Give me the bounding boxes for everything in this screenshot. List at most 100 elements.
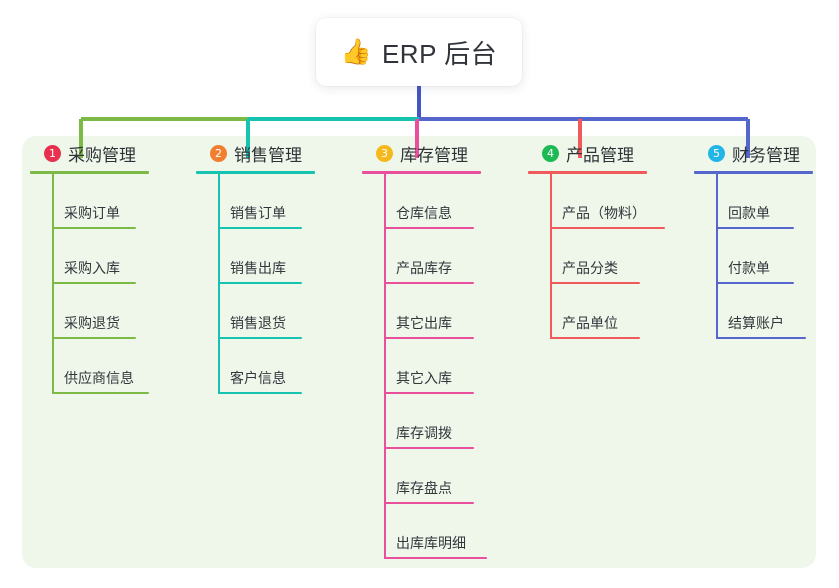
branch-number-badge: 3 (376, 144, 393, 162)
leaf-node-label: 产品分类 (562, 260, 618, 276)
branch-number-badge: 2 (210, 144, 227, 162)
leaf-node-underline (218, 227, 302, 229)
branch-header-3[interactable]: 3 库存管理 (362, 140, 512, 166)
leaf-node-underline (384, 392, 474, 394)
leaf-node-underline (52, 227, 136, 229)
leaf-node-label: 仓库信息 (396, 205, 452, 221)
leaf-node-label: 出库库明细 (396, 535, 466, 551)
leaf-node[interactable]: 销售退货 (218, 284, 346, 339)
leaf-node[interactable]: 客户信息 (218, 339, 346, 394)
leaf-node-label: 采购订单 (64, 205, 120, 221)
leaf-node-underline (384, 502, 474, 504)
leaf-node[interactable]: 库存盘点 (384, 449, 512, 504)
leaf-node[interactable]: 付款单 (716, 229, 834, 284)
leaf-node-underline (716, 282, 794, 284)
branch-leaf-list: 仓库信息产品库存其它出库其它入库库存调拨库存盘点出库库明细 (362, 174, 512, 559)
branch-title: 销售管理 (234, 145, 302, 165)
leaf-node-label: 其它出库 (396, 315, 452, 331)
leaf-node[interactable]: 产品单位 (550, 284, 678, 339)
branch-title: 产品管理 (566, 145, 634, 165)
leaf-node-underline (52, 282, 136, 284)
leaf-node[interactable]: 其它出库 (384, 284, 512, 339)
branch-leaf-list: 销售订单销售出库销售退货客户信息 (196, 174, 346, 394)
leaf-node-underline (384, 337, 474, 339)
leaf-node-label: 产品库存 (396, 260, 452, 276)
branch-spine (384, 174, 386, 559)
leaf-node-label: 采购退货 (64, 315, 120, 331)
leaf-node-label: 库存盘点 (396, 480, 452, 496)
leaf-node-underline (550, 227, 665, 229)
branch-header-4[interactable]: 4 产品管理 (528, 140, 678, 166)
leaf-node-label: 结算账户 (728, 315, 784, 331)
branch-title: 采购管理 (68, 145, 136, 165)
branch-column-5: 5 财务管理回款单付款单结算账户 (694, 140, 834, 339)
leaf-node-label: 销售出库 (230, 260, 286, 276)
branch-header-1[interactable]: 1 采购管理 (30, 140, 180, 166)
leaf-node-underline (52, 337, 136, 339)
leaf-node-underline (550, 282, 640, 284)
root-node-title: ERP 后台 (381, 38, 498, 69)
leaf-node-underline (218, 392, 302, 394)
branch-header-underline (196, 171, 315, 174)
leaf-node[interactable]: 仓库信息 (384, 174, 512, 229)
branch-spine (218, 174, 220, 394)
leaf-node[interactable]: 销售出库 (218, 229, 346, 284)
leaf-node[interactable]: 产品库存 (384, 229, 512, 284)
branch-column-3: 3 库存管理仓库信息产品库存其它出库其它入库库存调拨库存盘点出库库明细 (362, 140, 512, 559)
branch-column-4: 4 产品管理产品（物料） 产品分类产品单位 (528, 140, 678, 339)
branch-number-badge: 5 (708, 144, 725, 162)
root-node-card[interactable]: 👍 ERP 后台 (316, 18, 522, 86)
leaf-node-label: 产品单位 (562, 315, 618, 331)
leaf-node[interactable]: 其它入库 (384, 339, 512, 394)
leaf-node-underline (716, 227, 794, 229)
branch-spine (52, 174, 54, 394)
leaf-node-label: 销售订单 (230, 205, 286, 221)
leaf-node-label: 销售退货 (230, 315, 286, 331)
diagram-panel (22, 136, 816, 568)
leaf-node-underline (218, 282, 302, 284)
leaf-node-label: 付款单 (728, 260, 770, 276)
leaf-node-underline (52, 392, 149, 394)
branch-spine (550, 174, 552, 339)
leaf-node[interactable]: 销售订单 (218, 174, 346, 229)
leaf-node-underline (218, 337, 302, 339)
branch-column-2: 2 销售管理销售订单销售出库销售退货客户信息 (196, 140, 346, 394)
leaf-node-label: 产品（物料） (562, 205, 646, 221)
leaf-node-label: 库存调拨 (396, 425, 452, 441)
leaf-node-underline (384, 227, 474, 229)
leaf-node-label: 其它入库 (396, 370, 452, 386)
branch-leaf-list: 产品（物料） 产品分类产品单位 (528, 174, 678, 339)
branch-header-underline (694, 171, 813, 174)
branch-title: 库存管理 (400, 145, 468, 165)
branch-spine (716, 174, 718, 339)
leaf-node[interactable]: 结算账户 (716, 284, 834, 339)
leaf-node-underline (550, 337, 640, 339)
branch-leaf-list: 回款单付款单结算账户 (694, 174, 834, 339)
leaf-node[interactable]: 供应商信息 (52, 339, 180, 394)
leaf-node[interactable]: 产品（物料） (550, 174, 678, 229)
leaf-node-label: 回款单 (728, 205, 770, 221)
branch-header-underline (362, 171, 481, 174)
thumbs-up-icon: 👍 (340, 37, 372, 66)
branch-number-badge: 1 (44, 144, 61, 162)
leaf-node[interactable]: 产品分类 (550, 229, 678, 284)
leaf-node-label: 采购入库 (64, 260, 120, 276)
branch-header-2[interactable]: 2 销售管理 (196, 140, 346, 166)
branch-title: 财务管理 (732, 145, 800, 165)
leaf-node[interactable]: 库存调拨 (384, 394, 512, 449)
leaf-node-underline (716, 337, 806, 339)
branch-header-5[interactable]: 5 财务管理 (694, 140, 834, 166)
leaf-node[interactable]: 采购退货 (52, 284, 180, 339)
leaf-node[interactable]: 采购订单 (52, 174, 180, 229)
leaf-node[interactable]: 出库库明细 (384, 504, 512, 559)
branch-leaf-list: 采购订单采购入库采购退货供应商信息 (30, 174, 180, 394)
branch-header-underline (30, 171, 149, 174)
leaf-node-label: 客户信息 (230, 370, 286, 386)
leaf-node-underline (384, 557, 487, 559)
branch-header-underline (528, 171, 647, 174)
leaf-node[interactable]: 回款单 (716, 174, 834, 229)
leaf-node[interactable]: 采购入库 (52, 229, 180, 284)
leaf-node-label: 供应商信息 (64, 370, 134, 386)
leaf-node-underline (384, 282, 474, 284)
branch-number-badge: 4 (542, 144, 559, 162)
